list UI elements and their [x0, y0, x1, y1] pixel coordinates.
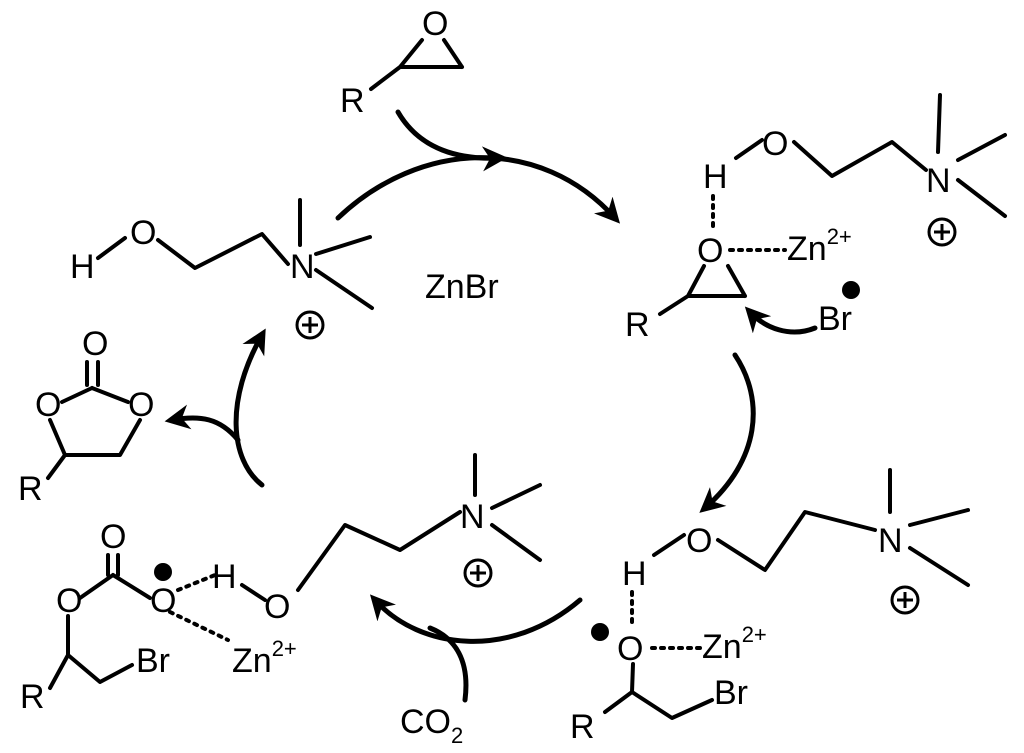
negative-charge-icon [591, 623, 609, 641]
cyclic-carbonate-product: O O O R [18, 325, 154, 508]
atom-R: R [570, 708, 595, 746]
bromine-substituent: Br [136, 642, 170, 680]
atom-N: N [290, 248, 315, 286]
atom-O: O [762, 125, 788, 163]
atom-O: O [130, 214, 156, 252]
cycle-arrow-top [335, 155, 621, 224]
bromide: Br [818, 300, 852, 338]
atom-O: O [686, 522, 712, 560]
atom-O: O [697, 232, 723, 270]
zinc-ion: Zn2+ [702, 622, 767, 666]
zinc-ion: Zn2+ [787, 224, 852, 268]
atom-O: O [617, 630, 643, 668]
atom-O: O [264, 588, 290, 626]
atom-H: H [622, 555, 647, 593]
atom-O: O [56, 582, 82, 620]
cycle-arrow-bottom [369, 594, 583, 644]
epoxide-oxygen: O [422, 5, 448, 43]
cycle-arrow-right [699, 352, 756, 513]
bromine-substituent: Br [714, 674, 748, 712]
choline-cation-left: H O N [70, 198, 374, 340]
atom-R: R [625, 306, 650, 344]
atom-R: R [18, 470, 43, 508]
atom-H: H [70, 248, 95, 286]
ring-oxygen: O [35, 386, 61, 424]
co2-label: CO2 [400, 703, 463, 748]
activated-epoxide-complex: O H N O Zn2+ R Br [625, 93, 1007, 344]
ring-oxygen: O [128, 386, 154, 424]
catalyst-label: ZnBr [425, 268, 499, 306]
carbonyl-oxygen: O [82, 325, 108, 363]
atom-O: O [100, 518, 126, 556]
cycle-arrow-left [233, 328, 266, 488]
positive-charge-icon [295, 310, 325, 340]
atom-R: R [20, 678, 45, 716]
epoxide-r-group: R [340, 82, 365, 120]
atom-H: H [703, 158, 728, 196]
positive-charge-icon [890, 585, 920, 615]
carbonate-intermediate: O O O Br R H O N Zn2+ [20, 453, 542, 716]
ring-opened-alkoxide-complex: O H N O Zn2+ R Br [570, 468, 970, 746]
negative-charge-icon [154, 563, 172, 581]
epoxide-reactant: O R [340, 5, 508, 172]
positive-charge-icon [927, 217, 957, 247]
positive-charge-icon [463, 558, 493, 588]
product-release-arrow [164, 404, 241, 443]
atom-N: N [926, 162, 951, 200]
zinc-ion: Zn2+ [232, 636, 297, 680]
co2-entry-arrow [427, 625, 469, 703]
negative-charge-icon [842, 281, 860, 299]
atom-N: N [878, 522, 903, 560]
atom-H: H [212, 558, 237, 596]
atom-N: N [460, 498, 485, 536]
